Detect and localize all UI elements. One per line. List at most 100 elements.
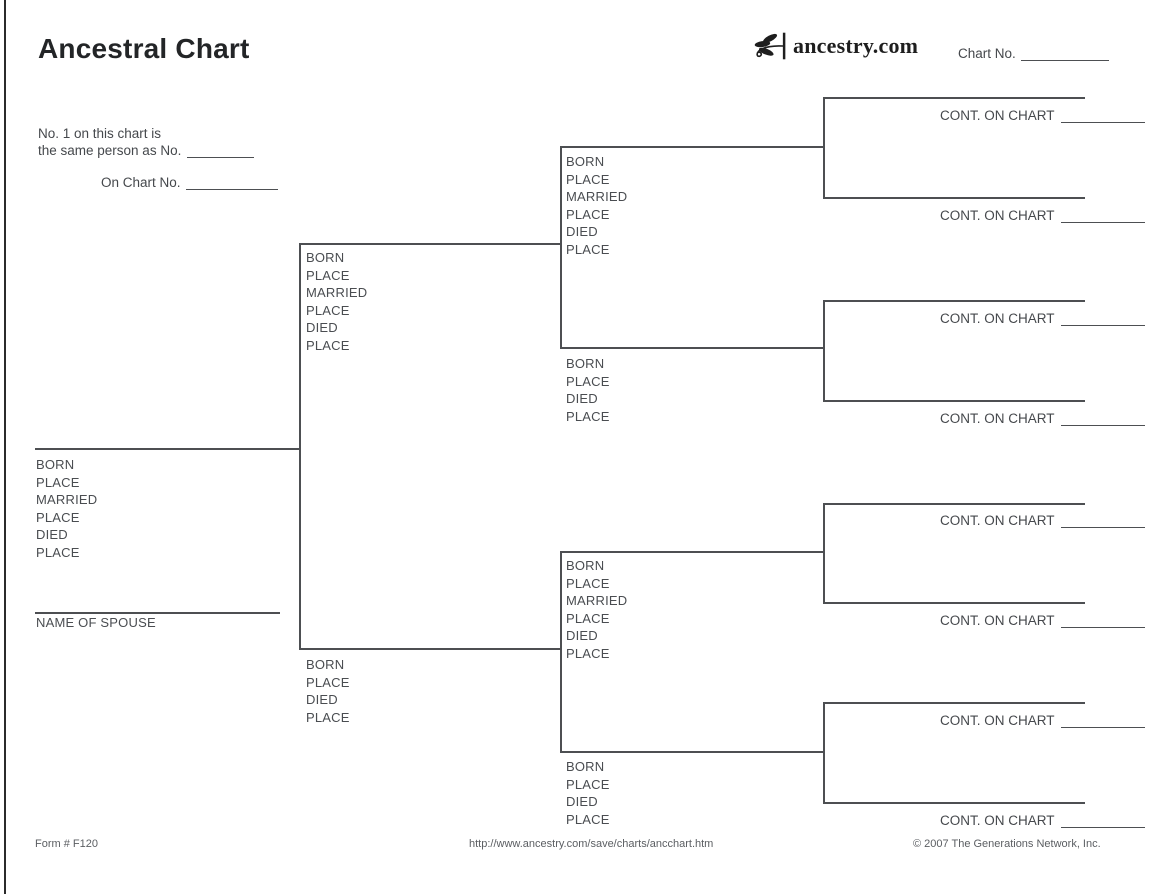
field-label: DIED — [36, 527, 68, 543]
cont-on-chart-label: CONT. ON CHART — [940, 513, 1055, 528]
cont-on-chart-label: CONT. ON CHART — [940, 108, 1055, 123]
cont-on-chart-label: CONT. ON CHART — [940, 713, 1055, 728]
great-grandparents-bracket-1 — [823, 97, 825, 198]
cont-on-chart-label: CONT. ON CHART — [940, 411, 1055, 426]
page-title: Ancestral Chart — [38, 33, 250, 64]
field-label: MARRIED — [306, 285, 368, 301]
maternal-grandparents-bracket-line — [560, 551, 562, 752]
field-label: PLACE — [566, 575, 610, 591]
field-label: PLACE — [566, 241, 610, 257]
field-label: PLACE — [566, 776, 610, 792]
paternal-grandfather-name-line — [560, 146, 823, 148]
field-label: PLACE — [306, 674, 350, 690]
field-label: PLACE — [566, 373, 610, 389]
form-url: http://www.ancestry.com/save/charts/ancc… — [469, 838, 714, 850]
great-grandparent-name-line-8 — [823, 802, 1085, 804]
person-name-line — [35, 448, 299, 450]
field-label: PLACE — [306, 302, 350, 318]
page-edge-rule — [4, 0, 6, 894]
great-grandparents-bracket-3 — [823, 503, 825, 603]
field-label: PLACE — [36, 509, 80, 525]
field-label: BORN — [566, 154, 605, 169]
note-line-2-text: the same person as No. — [38, 143, 182, 158]
cont-chart-number-blank — [1060, 314, 1145, 326]
great-grandparents-bracket-2 — [823, 300, 825, 401]
maternal-grandmother-name-line — [560, 751, 823, 753]
copyright-notice: © 2007 The Generations Network, Inc. — [913, 838, 1101, 850]
great-grandparent-name-line-4 — [823, 400, 1085, 402]
cont-on-chart-entry-2: CONT. ON CHART — [940, 208, 1145, 223]
note-line-2: the same person as No. — [38, 143, 255, 158]
field-label: DIED — [306, 692, 338, 708]
same-person-no-blank — [187, 146, 255, 158]
field-label: BORN — [306, 250, 345, 265]
chart-no-label: Chart No. — [958, 46, 1016, 61]
field-label: MARRIED — [566, 189, 628, 205]
field-label: PLACE — [36, 474, 80, 490]
great-grandparent-name-line-2 — [823, 197, 1085, 199]
cont-chart-number-blank — [1060, 516, 1145, 528]
field-label: DIED — [566, 628, 598, 644]
field-label: BORN — [566, 759, 605, 774]
ancestry-logo-text: ancestry.com — [793, 33, 919, 58]
cont-on-chart-entry-1: CONT. ON CHART — [940, 108, 1145, 123]
field-label: BORN — [566, 558, 605, 573]
cont-on-chart-entry-8: CONT. ON CHART — [940, 813, 1145, 828]
parents-bracket-line — [299, 243, 301, 649]
field-label: DIED — [566, 391, 598, 407]
ancestry-leaf-icon — [752, 30, 790, 62]
field-label: MARRIED — [566, 593, 628, 609]
form-number: Form # F120 — [35, 838, 98, 850]
paternal-grandmother-name-line — [560, 347, 823, 349]
on-chart-no-blank — [185, 178, 278, 190]
field-label: DIED — [566, 794, 598, 810]
field-label: PLACE — [566, 811, 610, 827]
field-label: BORN — [566, 356, 605, 371]
field-label: PLACE — [566, 645, 610, 661]
spouse-name-line — [35, 612, 280, 614]
field-label: PLACE — [306, 267, 350, 283]
field-label: DIED — [566, 224, 598, 240]
field-label: BORN — [306, 657, 345, 672]
cont-chart-number-blank — [1060, 414, 1145, 426]
maternal-grandfather-name-line — [560, 551, 823, 553]
cont-on-chart-entry-4: CONT. ON CHART — [940, 411, 1145, 426]
note-line-1: No. 1 on this chart is — [38, 126, 162, 141]
field-label: PLACE — [566, 610, 610, 626]
cont-chart-number-blank — [1060, 616, 1145, 628]
cont-on-chart-entry-5: CONT. ON CHART — [940, 513, 1145, 528]
cont-chart-number-blank — [1060, 211, 1145, 223]
spouse-field-label: NAME OF SPOUSE — [36, 615, 156, 630]
note-line-3-text: On Chart No. — [101, 175, 181, 190]
field-label: DIED — [306, 320, 338, 336]
chart-no-blank — [1020, 49, 1109, 61]
father-name-line — [299, 243, 560, 245]
cont-on-chart-label: CONT. ON CHART — [940, 813, 1055, 828]
great-grandparent-name-line-7 — [823, 702, 1085, 704]
great-grandparent-name-line-1 — [823, 97, 1085, 99]
field-label: PLACE — [36, 544, 80, 560]
cont-on-chart-label: CONT. ON CHART — [940, 613, 1055, 628]
paternal-grandparents-bracket-line — [560, 146, 562, 348]
cont-on-chart-entry-7: CONT. ON CHART — [940, 713, 1145, 728]
cont-chart-number-blank — [1060, 816, 1145, 828]
field-label: PLACE — [566, 408, 610, 424]
great-grandparents-bracket-4 — [823, 702, 825, 803]
great-grandparent-name-line-3 — [823, 300, 1085, 302]
cont-on-chart-label: CONT. ON CHART — [940, 208, 1055, 223]
chart-no-field: Chart No. — [958, 46, 1109, 61]
great-grandparent-name-line-6 — [823, 602, 1085, 604]
cont-on-chart-entry-6: CONT. ON CHART — [940, 613, 1145, 628]
great-grandparent-name-line-5 — [823, 503, 1085, 505]
ancestry-logo: ancestry.com — [752, 30, 918, 62]
cont-on-chart-label: CONT. ON CHART — [940, 311, 1055, 326]
field-label: PLACE — [566, 206, 610, 222]
field-label: PLACE — [306, 337, 350, 353]
